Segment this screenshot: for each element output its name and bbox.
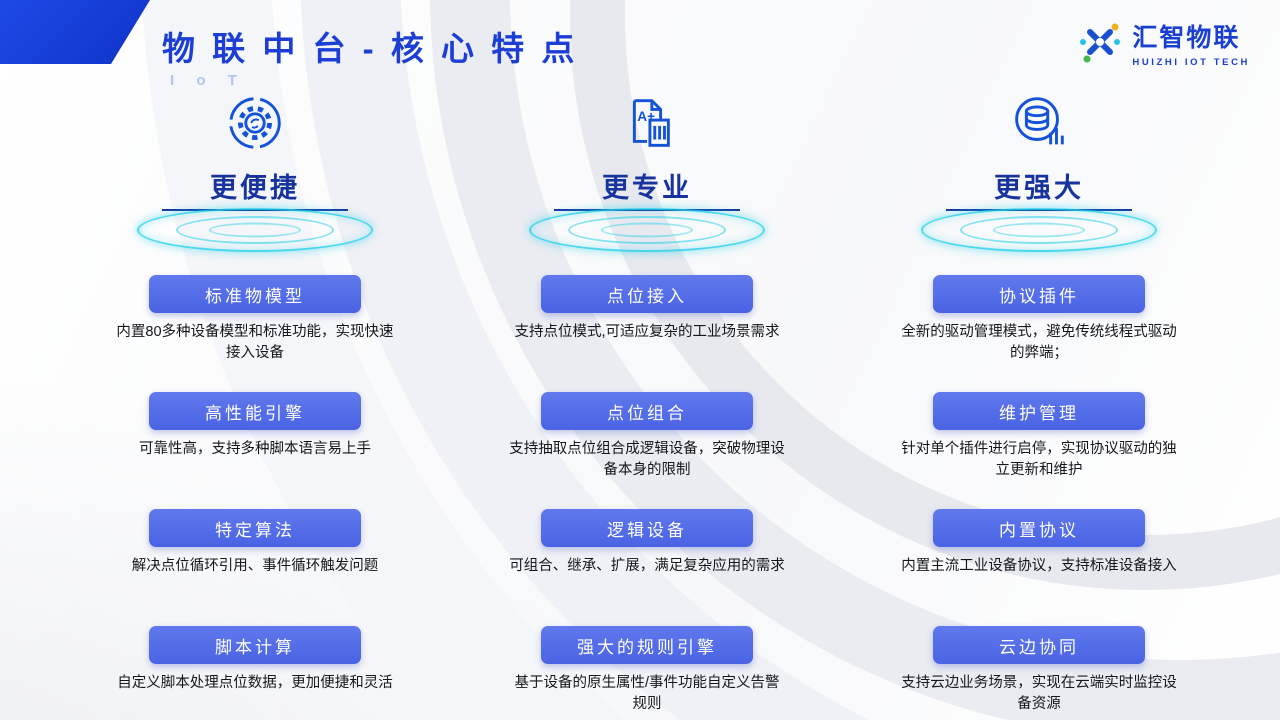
feature-desc: 支持抽取点位组合成逻辑设备，突破物理设备本身的限制 [509,441,785,479]
feature-item: 内置协议 内置主流工业设备协议，支持标准设备接入 [900,509,1178,600]
gear-brain-icon [221,88,289,158]
feature-item: 维护管理 针对单个插件进行启停，实现协议驱动的独立更新和维护 [900,392,1178,483]
column-title: 更专业 [602,173,692,203]
feature-pill: 脚本计算 [149,626,361,664]
halo-ring-outer [921,208,1157,252]
feature-desc: 支持点位模式,可适应复杂的工业场景需求 [514,324,780,340]
page-title: 物 联 中 台 - 核 心 特 点 [162,30,579,67]
column-title: 更便捷 [210,173,300,203]
feature-desc: 解决点位循环引用、事件循环触发问题 [131,558,379,574]
feature-desc: 可组合、继承、扩展，满足复杂应用的需求 [509,558,785,574]
feature-desc: 针对单个插件进行启停，实现协议驱动的独立更新和维护 [901,441,1177,479]
feature-desc: 内置主流工业设备协议，支持标准设备接入 [901,558,1177,574]
feature-pill: 强大的规则引擎 [541,626,753,664]
feature-pill: 云边协同 [933,626,1145,664]
feature-column-convenient: 更便捷 标准物模型 内置80多种设备模型和标准功能，实现快速接入设备 高性能引擎… [100,88,410,720]
feature-pill: 内置协议 [933,509,1145,547]
feature-desc: 基于设备的原生属性/事件功能自定义告警规则 [514,675,780,713]
feature-desc: 可靠性高，支持多种脚本语言易上手 [139,441,371,457]
feature-desc: 内置80多种设备模型和标准功能，实现快速接入设备 [116,324,394,362]
halo-rings [904,205,1174,255]
feature-pill: 点位组合 [541,392,753,430]
logo-text: 汇智物联 HUIZHI IOT TECH [1132,18,1250,68]
feature-item: 高性能引擎 可靠性高，支持多种脚本语言易上手 [116,392,394,483]
brand-logo: 汇智物联 HUIZHI IOT TECH [1078,18,1250,68]
feature-column-professional: A+ 更专业 点位接入 支持点位模式,可适应复杂的工业场景需 [492,88,802,720]
feature-desc: 自定义脚本处理点位数据，更加便捷和灵活 [117,675,393,691]
halo-ring-middle [568,216,726,244]
feature-item: 云边协同 支持云边业务场景，实现在云端实时监控设备资源 [900,626,1178,717]
column-title: 更强大 [994,173,1084,203]
halo-ring-inner [993,222,1085,238]
feature-pill: 维护管理 [933,392,1145,430]
logo-star-icon [1080,23,1121,63]
feature-pill: 标准物模型 [149,275,361,313]
halo-ring-inner [601,222,693,238]
halo-ring-inner [209,222,301,238]
logo-name: 汇智物联 [1132,24,1241,52]
feature-desc: 支持云边业务场景，实现在云端实时监控设备资源 [901,675,1177,713]
halo-ring-outer [529,208,765,252]
feature-pill: 点位接入 [541,275,753,313]
halo-rings [120,205,390,255]
feature-pill: 协议插件 [933,275,1145,313]
feature-item: 脚本计算 自定义脚本处理点位数据，更加便捷和灵活 [116,626,394,717]
feature-item: 逻辑设备 可组合、继承、扩展，满足复杂应用的需求 [508,509,786,600]
feature-pill: 特定算法 [149,509,361,547]
halo-ring-middle [960,216,1118,244]
database-icon [1005,88,1073,158]
halo-ring-outer [137,208,373,252]
feature-item: 点位组合 支持抽取点位组合成逻辑设备，突破物理设备本身的限制 [508,392,786,483]
halo-ring-middle [176,216,334,244]
logo-tagline: HUIZHI IOT TECH [1132,57,1250,68]
feature-item: 标准物模型 内置80多种设备模型和标准功能，实现快速接入设备 [116,275,394,366]
feature-item: 强大的规则引擎 基于设备的原生属性/事件功能自定义告警规则 [508,626,786,717]
svg-text:A+: A+ [637,109,655,124]
feature-item: 特定算法 解决点位循环引用、事件循环触发问题 [116,509,394,600]
feature-item: 点位接入 支持点位模式,可适应复杂的工业场景需求 [508,275,786,366]
feature-desc: 全新的驱动管理模式，避免传统线程式驱动的弊端； [901,324,1177,362]
feature-column-powerful: 更强大 协议插件 全新的驱动管理模式，避免传统线程式驱动的弊端； 维护管理 针对… [884,88,1194,720]
document-report-icon: A+ [613,88,681,158]
halo-rings [512,205,782,255]
feature-pill: 逻辑设备 [541,509,753,547]
feature-item: 协议插件 全新的驱动管理模式，避免传统线程式驱动的弊端； [900,275,1178,366]
feature-pill: 高性能引擎 [149,392,361,430]
feature-columns: 更便捷 标准物模型 内置80多种设备模型和标准功能，实现快速接入设备 高性能引擎… [0,88,1280,720]
page-subtitle: I o T [170,72,246,89]
